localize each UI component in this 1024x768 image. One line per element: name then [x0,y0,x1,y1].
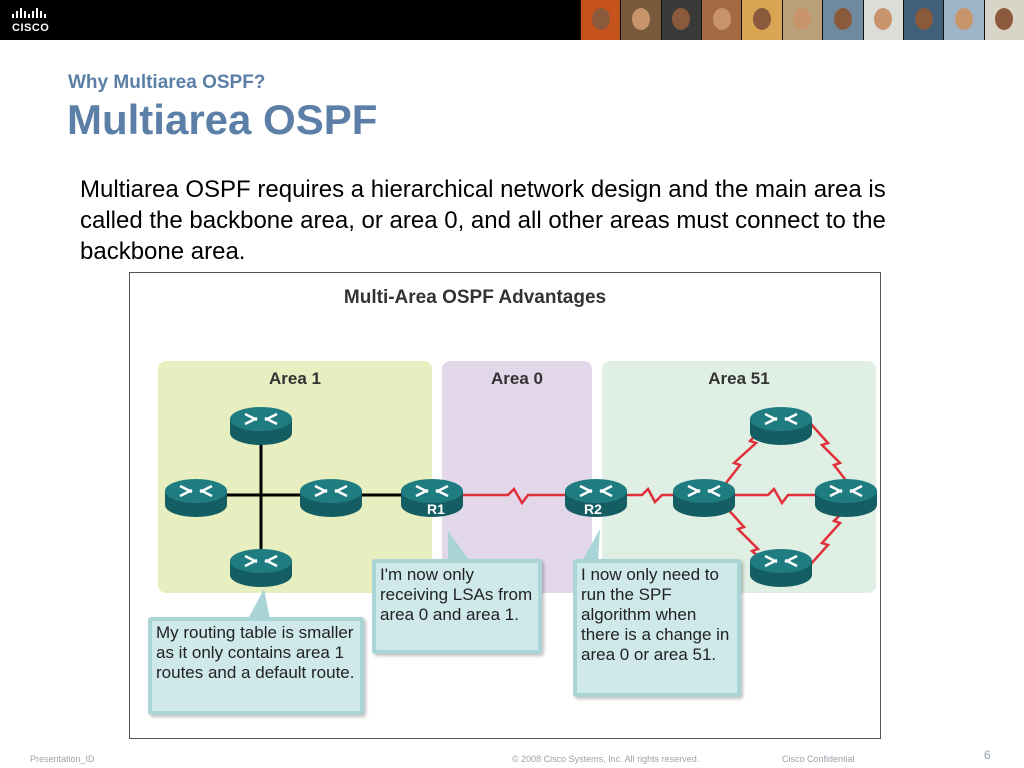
header-photo [781,0,823,40]
diagram-title: Multi-Area OSPF Advantages [130,287,880,309]
person-icon [954,8,973,30]
callout-r1-lsa: I'm now only receiving LSAs from area 0 … [372,559,542,654]
photo-strip [580,0,1024,40]
ospf-diagram: Multi-Area OSPF Advantages Area 1 Area 0… [129,272,881,739]
header-photo [620,0,661,40]
router-area1-left-icon [165,479,227,517]
header-photo [822,0,863,40]
person-icon [995,8,1014,30]
diagram-title-text: Multi-Area OSPF Advantages [343,287,607,308]
cisco-logo-icon [12,8,46,18]
person-icon [712,8,731,30]
footer-confidential: Cisco Confidential [782,754,855,764]
router-area1-center-icon [300,479,362,517]
area-51-label: Area 51 [708,369,770,388]
router-area51-bottom-icon [750,549,812,587]
header-photo [983,0,1024,40]
header-photo [741,0,782,40]
serial-links [460,422,849,566]
slide-title: Multiarea OSPF [67,96,378,143]
router-layer [165,407,877,587]
person-icon [632,8,651,30]
slide-subtitle: Why Multiarea OSPF? [68,72,266,93]
person-icon [833,8,852,30]
router-area1-top-icon [230,407,292,445]
router-r1-icon [401,479,463,517]
logo-text: CISCO [12,22,50,34]
footer-copyright: © 2008 Cisco Systems, Inc. All rights re… [512,754,700,764]
person-icon [672,8,691,30]
person-icon [793,8,812,30]
person-icon [914,8,933,30]
header-photo [660,0,702,40]
router-area51-right-icon [815,479,877,517]
area-1-zone: Area 1 [158,361,432,593]
router-r1-label: R1 [427,501,445,517]
header-photo [580,0,621,40]
slide-body-text: Multiarea OSPF requires a hierarchical n… [80,176,886,265]
router-area1-bottom-icon [230,549,292,587]
header-photo [701,0,742,40]
header-photo [862,0,903,40]
callout-r2-spf: I now only need to run the SPF algorithm… [573,559,741,697]
router-area51-left-icon [673,479,735,517]
header-photo [902,0,944,40]
person-icon [753,8,772,30]
callout-pointers [248,529,600,619]
area-0-label: Area 0 [491,369,543,388]
area-0-zone: Area 0 [442,361,592,593]
area-51-zone: Area 51 [602,361,876,593]
person-icon [591,8,610,30]
header-photo [943,0,984,40]
router-r2-label: R2 [584,501,602,517]
person-icon [874,8,893,30]
area-1-label: Area 1 [269,369,321,388]
router-area51-top-icon [750,407,812,445]
router-r2-icon [565,479,627,517]
page-number: 6 [984,748,991,762]
footer-presentation-id: Presentation_ID [30,754,95,764]
header-bar: CISCO [0,0,1024,40]
callout-area1-routing-table: My routing table is smaller as it only c… [148,617,364,715]
